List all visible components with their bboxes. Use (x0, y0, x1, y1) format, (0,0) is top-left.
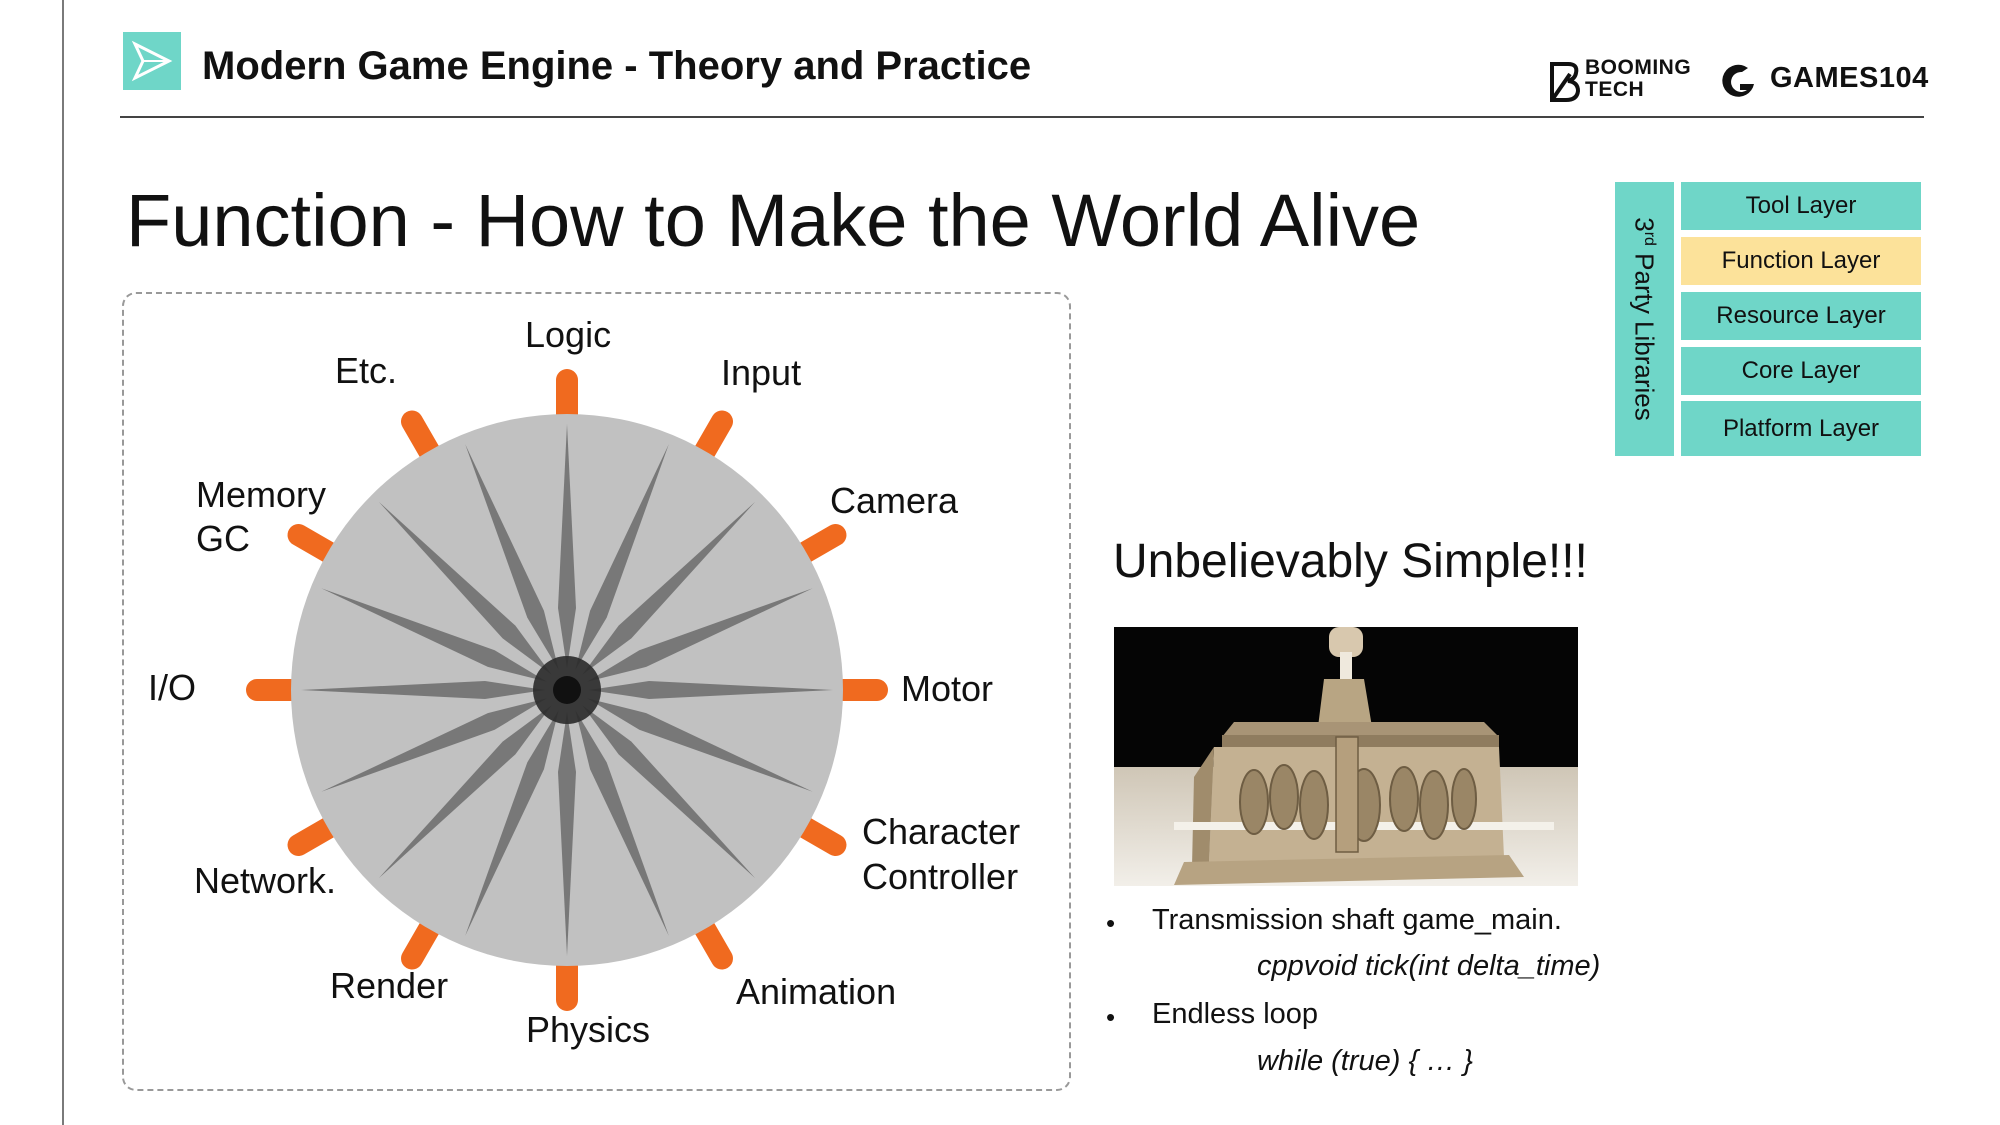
wheel-label-camera: Camera (830, 480, 959, 521)
layer-core: Core Layer (1681, 347, 1921, 395)
wheel-blade (558, 712, 576, 956)
course-logo-icon (123, 32, 181, 90)
wheel-frame (122, 292, 1071, 1091)
booming-brand-text: BOOMING (1585, 56, 1692, 79)
wheel-blade (582, 501, 756, 675)
third-party-libraries-bar (1615, 182, 1674, 456)
games104-logo-icon (1718, 60, 1928, 100)
wheel-blade (465, 710, 559, 936)
wheel-label-motor: Motor (901, 668, 994, 709)
layer-function: Function Layer (1681, 237, 1921, 285)
bullet-transmission-shaft: Transmission shaft game_main. (1152, 904, 1562, 936)
bullet-endless-loop: Endless loop (1152, 998, 1319, 1030)
code-while-loop: while (true) { … } (1257, 1045, 1473, 1077)
wheel-blade (575, 444, 669, 670)
wheel-label-input: Input (721, 352, 802, 393)
wheel-blade (321, 698, 547, 792)
wheel-label-physics: Physics (526, 1009, 651, 1050)
bullet-marker: • (1106, 908, 1116, 938)
wheel-blade (558, 424, 576, 668)
games104-brand-text: GAMES104 (1770, 62, 1929, 94)
wheel-label-character: Character (862, 811, 1021, 852)
header-title: Modern Game Engine - Theory and Practice (202, 44, 1032, 88)
wheel-label-logic: Logic (525, 314, 612, 355)
third-party-libraries-label: 3rd Party Libraries (1629, 217, 1660, 421)
headline-unbelievably-simple: Unbelievably Simple!!! (1113, 535, 1588, 588)
wheel-label-render: Render (330, 965, 449, 1006)
header-divider (120, 116, 1924, 118)
left-border-rule (62, 0, 64, 1125)
tech-brand-text: TECH (1585, 78, 1645, 101)
bullet-marker: • (1106, 1002, 1116, 1032)
function-wheel-diagram (246, 369, 888, 1011)
wheel-blade (589, 681, 833, 699)
slide-title: Function - How to Make the World Alive (126, 179, 1421, 262)
wheel-label-etc: Etc. (335, 350, 398, 391)
booming-tech-logo-icon (1548, 60, 1698, 104)
wheel-blade (301, 681, 545, 699)
wheel-blade (587, 588, 813, 682)
wheel-blade (465, 444, 559, 670)
wheel-blade (378, 501, 552, 675)
wheel-blade (575, 710, 669, 936)
wheel-blade (587, 698, 813, 792)
wheel-label-io: I/O (148, 667, 197, 708)
wheel-label-controller: Controller (862, 856, 1019, 897)
wheel-blade (378, 705, 552, 879)
wheel-label-memory: Memory (196, 474, 327, 515)
wheel-label-network: Network. (194, 860, 337, 901)
layer-platform: Platform Layer (1681, 401, 1921, 456)
cardboard-machine-photo (1114, 627, 1578, 886)
wheel-blade (321, 588, 547, 682)
wheel-label-gc: GC (196, 518, 250, 559)
wheel-blade (582, 705, 756, 879)
wheel-hub (553, 676, 581, 704)
layer-resource: Resource Layer (1681, 292, 1921, 340)
wheel-label-animation: Animation (736, 971, 897, 1012)
layer-tool: Tool Layer (1681, 182, 1921, 230)
code-tick-function: cppvoid tick(int delta_time) (1257, 950, 1601, 982)
